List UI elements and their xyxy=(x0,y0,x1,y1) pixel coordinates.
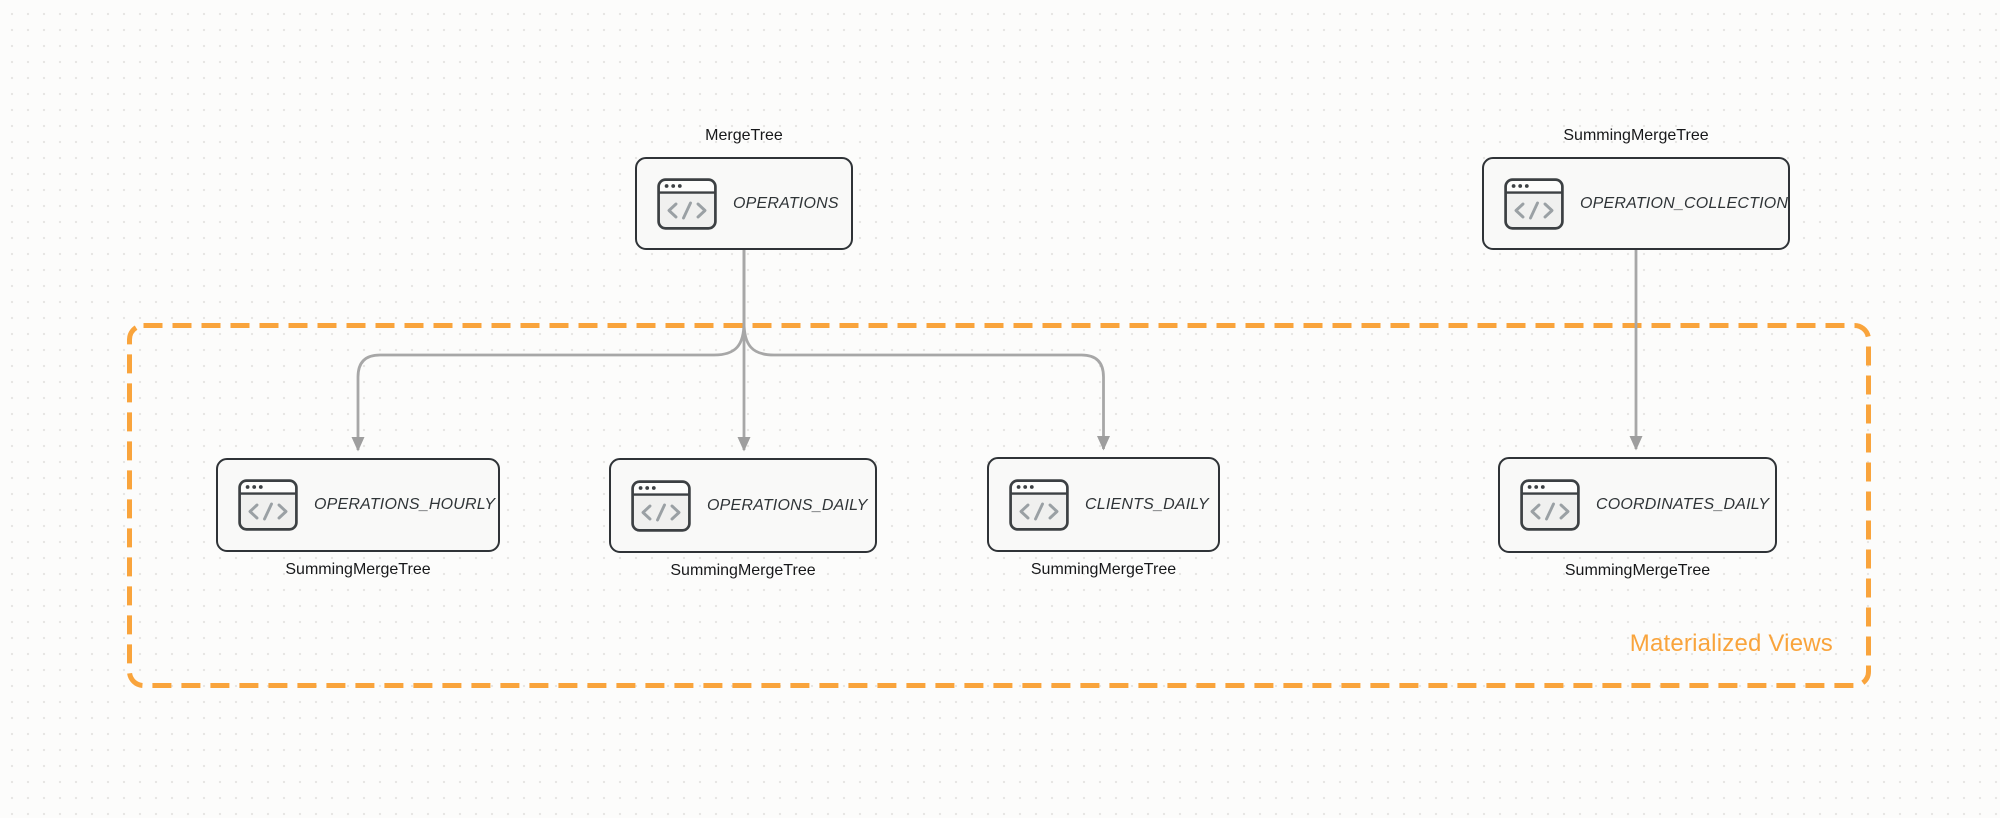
table-node-clients-daily: SummingMergeTree xyxy=(987,457,1220,578)
code-window-icon xyxy=(1504,177,1564,230)
table-node-operations-daily: SummingMergeTree xyxy=(609,458,877,579)
table-name: COORDINATES_DAILY xyxy=(1596,496,1770,513)
table-node-card: CLIENTS_DAILY xyxy=(987,457,1220,552)
table-node-card: OPERATIONS xyxy=(635,157,853,250)
code-window-icon xyxy=(1009,478,1069,531)
table-name: OPERATIONS_DAILY xyxy=(707,496,868,514)
code-window-icon xyxy=(238,479,298,531)
engine-label: SummingMergeTree xyxy=(670,562,816,579)
table-node-operations: MergeTree xyxy=(635,127,853,250)
table-name: OPERATIONS_HOURLY xyxy=(314,496,496,513)
table-name: OPERATIONS xyxy=(733,194,839,212)
table-node-card: OPERATIONS_HOURLY xyxy=(216,458,500,552)
table-node-card: OPERATIONS_DAILY xyxy=(609,458,877,553)
table-name: OPERATION_COLLECTION xyxy=(1580,194,1789,212)
engine-label: SummingMergeTree xyxy=(1564,562,1711,579)
materialized-views-label: Materialized Views xyxy=(1629,630,1833,657)
table-node-operations-hourly: SummingMergeTree xyxy=(216,458,500,578)
table-node-operation-collection: SummingMergeTree xyxy=(1482,127,1790,250)
table-node-card: OPERATION_COLLECTION xyxy=(1482,157,1790,250)
engine-label: SummingMergeTree xyxy=(1030,561,1177,578)
engine-label: MergeTree xyxy=(705,127,783,144)
code-window-icon xyxy=(1520,479,1580,531)
table-name: CLIENTS_DAILY xyxy=(1085,495,1209,513)
table-node-card: COORDINATES_DAILY xyxy=(1498,457,1777,553)
engine-label: SummingMergeTree xyxy=(1563,127,1709,144)
engine-label: SummingMergeTree xyxy=(285,561,431,578)
code-window-icon xyxy=(631,479,691,532)
table-node-coordinates-daily: SummingMergeTree xyxy=(1498,457,1777,579)
code-window-icon xyxy=(657,177,717,230)
